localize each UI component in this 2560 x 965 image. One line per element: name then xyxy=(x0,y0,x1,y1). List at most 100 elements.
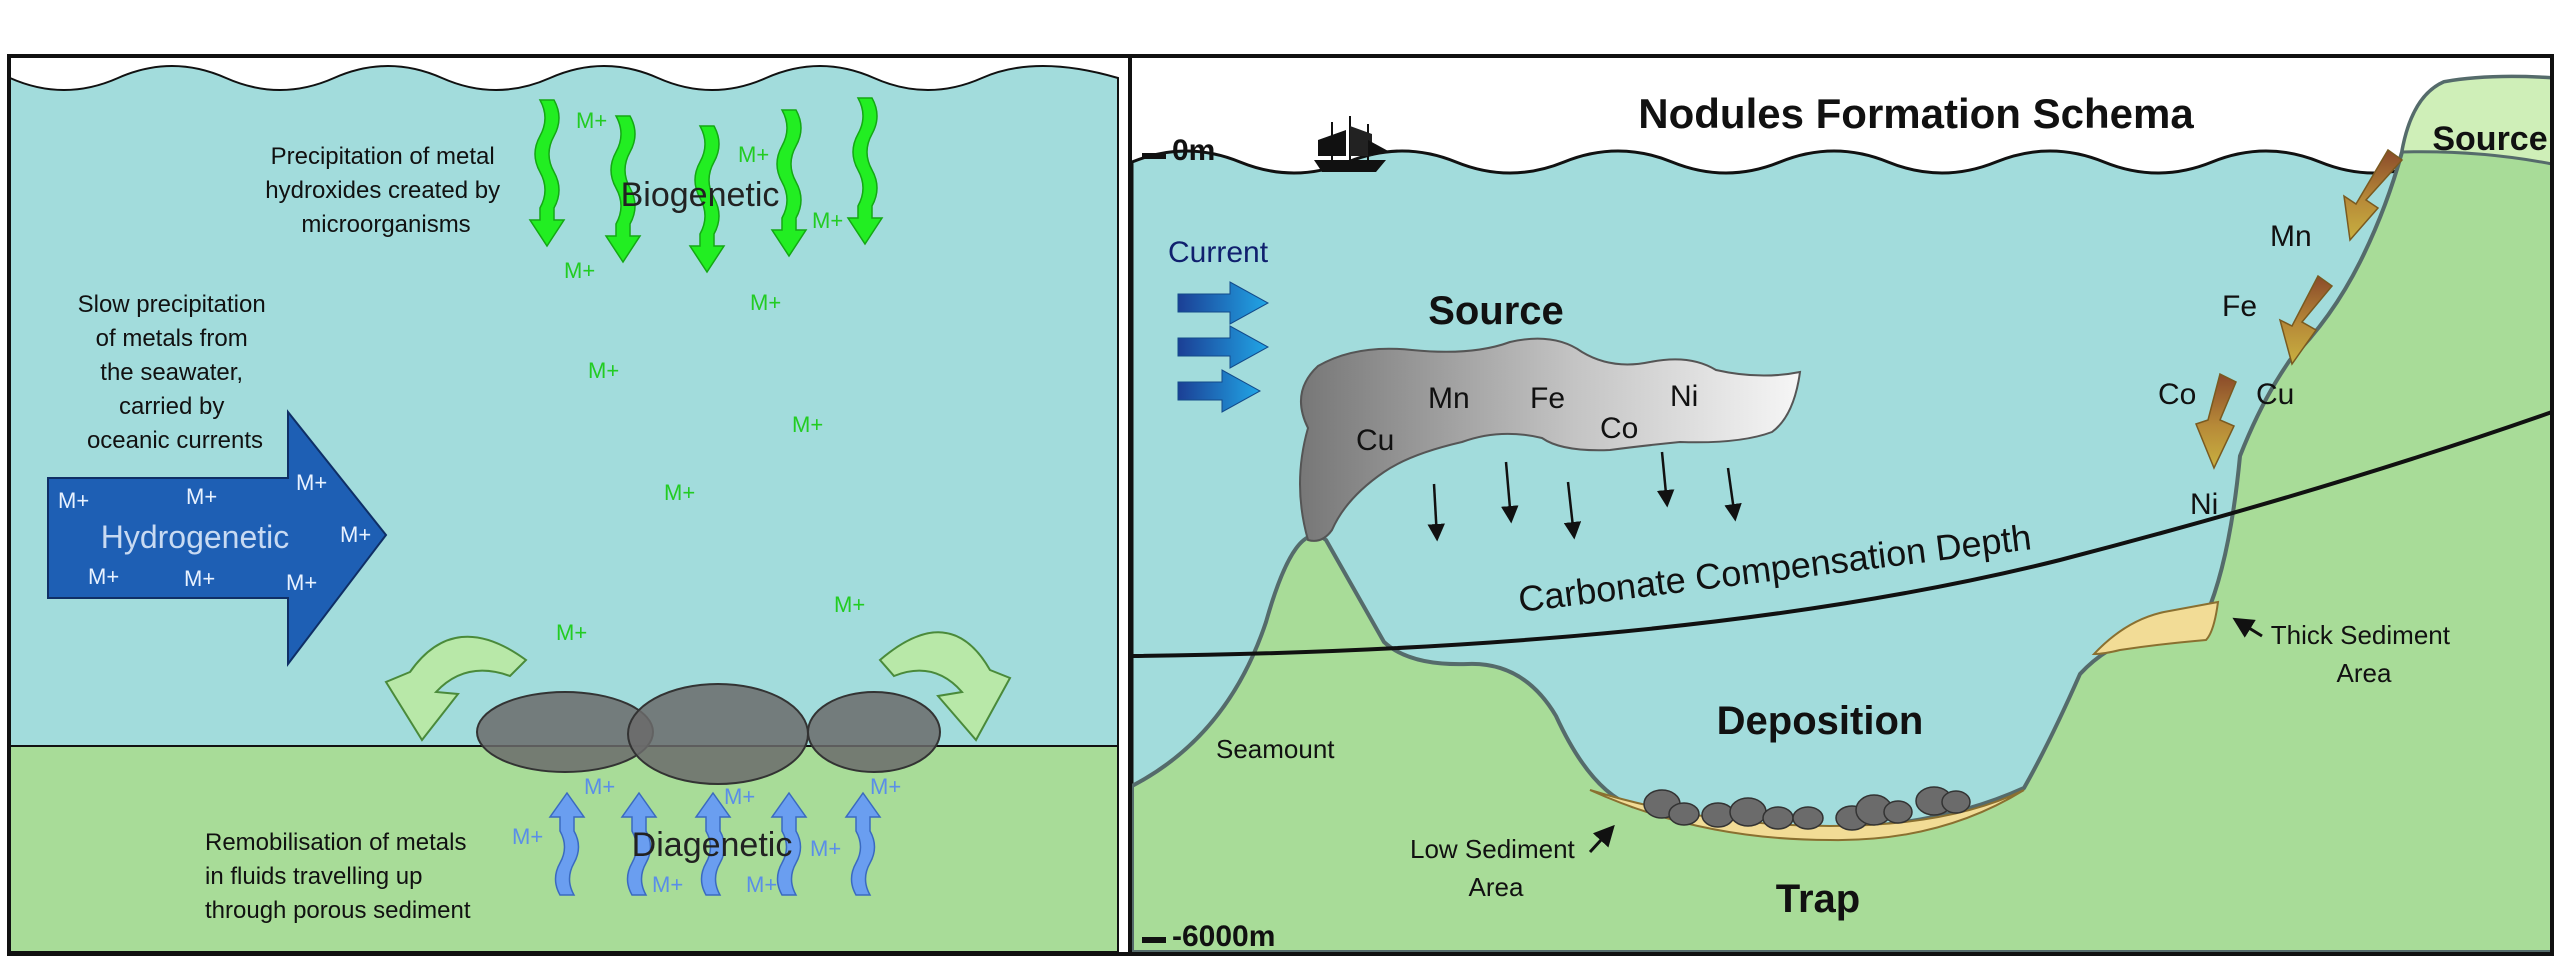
biogenetic-desc-line: Precipitation of metal xyxy=(271,143,495,170)
nodule xyxy=(476,691,654,773)
current-arrow xyxy=(1177,281,1270,325)
hydrogenetic-arrow xyxy=(47,409,388,667)
plume-metal-labels: Cu Mn Fe Co Ni xyxy=(1356,380,1698,457)
source-highland xyxy=(2400,75,2554,166)
outer-frame xyxy=(7,54,2554,956)
depth-bottom-label: -6000m xyxy=(1172,920,1275,953)
nodule xyxy=(1792,806,1824,830)
low-sediment-pointer xyxy=(1588,824,1615,854)
metal-ion: M+ xyxy=(584,774,615,799)
nodule xyxy=(1883,800,1913,824)
leach-arrow xyxy=(2278,274,2334,366)
plume-metal-ni: Ni xyxy=(1670,380,1698,413)
diagenetic-label: Diagenetic xyxy=(632,826,793,864)
diagenetic-description: Remobilisation of metals in fluids trave… xyxy=(205,829,473,924)
deposition-label: Deposition xyxy=(1717,699,1924,743)
biogenetic-desc-line: hydroxides created by xyxy=(265,177,500,204)
metal-ion: M+ xyxy=(834,592,865,617)
thick-sediment-label: Thick Sediment Area xyxy=(2271,620,2457,688)
low-sediment-line: Area xyxy=(1469,872,1524,902)
metal-ions-blue: M+ M+ M+ M+ M+ M+ M+ xyxy=(512,774,901,897)
thick-sediment-line: Area xyxy=(2337,658,2392,688)
nodule xyxy=(1941,790,1971,814)
metal-ion: M+ xyxy=(184,566,215,591)
metal-ion: M+ xyxy=(738,142,769,167)
biogenetic-arrow xyxy=(604,115,642,264)
nodule xyxy=(627,683,809,785)
trap-label: Trap xyxy=(1776,877,1860,921)
slope-metal-fe: Fe xyxy=(2222,290,2257,323)
ship-hull xyxy=(1314,160,1386,172)
metal-ion: M+ xyxy=(296,470,327,495)
plume-arrows xyxy=(1427,451,1742,542)
metal-ions-green: M+ M+ M+ M+ M+ M+ M+ M+ M+ M+ xyxy=(556,108,865,645)
hydrogenetic-desc-line: Slow precipitation xyxy=(78,291,266,318)
left-nodules xyxy=(476,683,941,785)
metal-ion: M+ xyxy=(812,208,843,233)
diagenetic-arrows xyxy=(548,791,882,896)
left-panel: M+ M+ M+ M+ M+ M+ M+ M+ M+ M+ M+ M+ M+ M… xyxy=(9,65,1119,953)
metal-ion: M+ xyxy=(724,784,755,809)
ccd-line xyxy=(1131,410,2553,658)
plume-metal-mn: Mn xyxy=(1428,382,1470,415)
metal-ion: M+ xyxy=(792,412,823,437)
slope-metal-labels: Mn Fe Co Cu Ni xyxy=(2158,220,2312,521)
current-arrow xyxy=(1177,325,1270,369)
low-sediment-line: Low Sediment xyxy=(1410,834,1576,864)
biogenetic-label: Biogenetic xyxy=(621,176,780,214)
hydrogenetic-desc-line: the seawater, xyxy=(100,359,243,386)
slope-metal-mn: Mn xyxy=(2270,220,2312,253)
thick-sediment xyxy=(2091,600,2220,656)
diagenetic-desc-line: through porous sediment xyxy=(205,897,471,924)
depth-top-label: 0m xyxy=(1172,134,1215,167)
hydrogenetic-desc-line: oceanic currents xyxy=(87,427,263,454)
current-arrow xyxy=(1177,369,1262,413)
metal-ion: M+ xyxy=(746,872,777,897)
biogenetic-arrow xyxy=(770,109,808,258)
thick-sediment-pointer xyxy=(2232,617,2263,638)
recycle-arrow-right xyxy=(878,631,1012,742)
slope-metal-co: Co xyxy=(2158,378,2196,411)
metal-ion: M+ xyxy=(750,290,781,315)
thick-sediment-line: Thick Sediment xyxy=(2271,620,2451,650)
slope-metal-ni: Ni xyxy=(2190,488,2218,521)
metal-ion: M+ xyxy=(870,774,901,799)
metal-ion: M+ xyxy=(810,836,841,861)
diagram-title: Nodules Formation Schema xyxy=(1638,90,2194,137)
right-seafloor xyxy=(1130,74,2554,954)
diagenetic-desc-line: in fluids travelling up xyxy=(205,863,422,890)
diagenetic-desc-line: Remobilisation of metals xyxy=(205,829,466,856)
precipitation-arrow xyxy=(1656,451,1675,508)
biogenetic-desc-line: microorganisms xyxy=(301,211,470,238)
hydrogenetic-description: Slow precipitation of metals from the se… xyxy=(78,291,273,454)
biogenetic-arrows xyxy=(528,97,884,274)
current-arrows xyxy=(1177,281,1270,413)
diagenetic-arrow xyxy=(844,791,882,896)
metal-ion: M+ xyxy=(512,824,543,849)
low-sediment-label: Low Sediment Area xyxy=(1410,834,1582,902)
metal-ion: M+ xyxy=(564,258,595,283)
plume-metal-fe: Fe xyxy=(1530,382,1565,415)
source-label: Source xyxy=(1428,289,1564,333)
source-land-label: Source xyxy=(2432,120,2547,158)
metal-ion: M+ xyxy=(186,484,217,509)
metal-ion: M+ xyxy=(88,564,119,589)
source-plume xyxy=(1299,337,1802,542)
metal-ions-white: M+ M+ M+ M+ M+ M+ M+ xyxy=(58,470,371,595)
plume-metal-co: Co xyxy=(1600,412,1638,445)
slope-arrows xyxy=(2195,148,2404,470)
metal-ion: M+ xyxy=(556,620,587,645)
recycle-arrow-left xyxy=(384,635,528,742)
ship-icon xyxy=(1314,116,1390,172)
biogenetic-arrow xyxy=(688,125,726,274)
diagenetic-arrow xyxy=(694,791,732,896)
hydrogenetic-desc-line: carried by xyxy=(119,393,224,420)
hydrogenetic-label: Hydrogenetic xyxy=(101,519,290,555)
metal-ion: M+ xyxy=(576,108,607,133)
hydrogenetic-desc-line: of metals from xyxy=(96,325,248,352)
metal-ion: M+ xyxy=(664,480,695,505)
diagenetic-arrow xyxy=(620,791,658,896)
biogenetic-description: Precipitation of metal hydroxides create… xyxy=(265,143,506,238)
